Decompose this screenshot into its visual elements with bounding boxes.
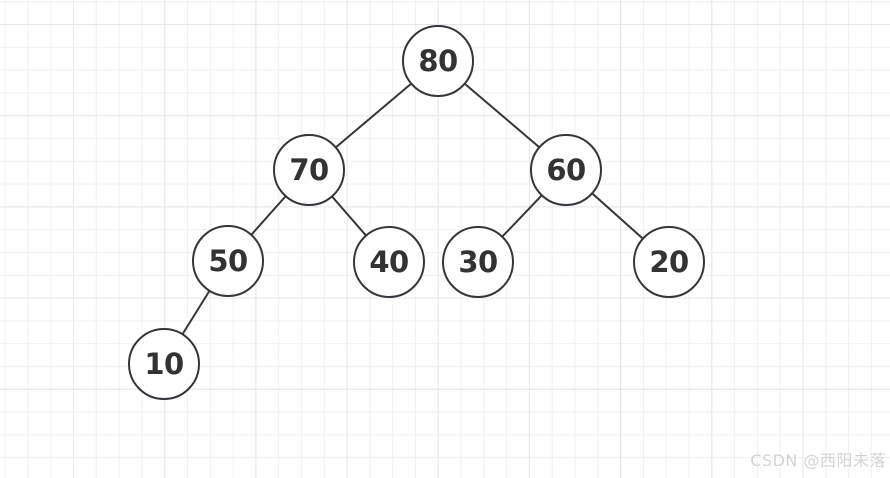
tree-node-label: 30	[458, 244, 498, 279]
tree-node-30: 30	[442, 226, 514, 298]
tree-node-label: 10	[144, 346, 184, 381]
tree-node-label: 50	[208, 243, 248, 278]
tree-node-label: 60	[546, 152, 586, 187]
tree-node-label: 80	[418, 43, 458, 78]
tree-node-label: 20	[649, 244, 689, 279]
tree-node-label: 40	[369, 244, 409, 279]
tree-node-70: 70	[273, 134, 345, 206]
tree-node-50: 50	[192, 225, 264, 297]
tree-node-20: 20	[633, 226, 705, 298]
tree-node-40: 40	[353, 226, 425, 298]
tree-node-80: 80	[402, 25, 474, 97]
tree-node-label: 70	[289, 152, 329, 187]
tree-node-60: 60	[530, 134, 602, 206]
tree-node-10: 10	[128, 328, 200, 400]
watermark-text: CSDN @西阳未落	[750, 451, 886, 470]
